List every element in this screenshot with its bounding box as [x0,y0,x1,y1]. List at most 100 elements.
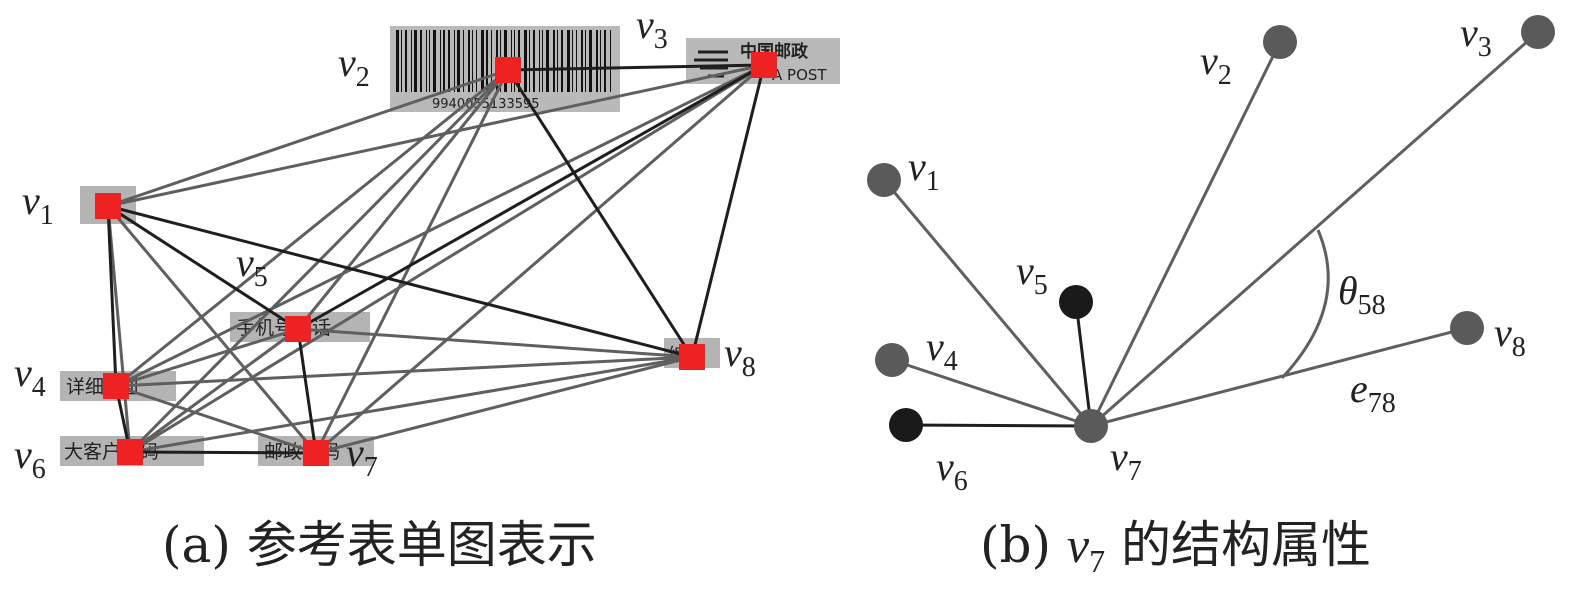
logo-text-en: A POST [772,66,827,84]
edge-v5-v8 [297,327,693,359]
barcode-bar [472,30,473,92]
edge-v7-v8 [315,355,693,455]
edge-v6-v8 [129,355,693,454]
star-edge-v7-v8 [1090,326,1468,428]
edge-v1-v4 [106,205,118,387]
edge-label: e78 [1350,366,1396,419]
star-edge-v7-v2 [1089,41,1282,427]
barcode-bar [420,30,422,92]
barcode-bar [476,30,477,92]
barcode-bar [604,30,606,92]
star-edges [882,30,1539,428]
barcode-bar [440,30,441,92]
angle-arc [1280,229,1330,380]
barcode-bar [585,30,586,92]
panel-a: 9940055133595 中国邮政 A POST 手机号电话 编码 详细地址 [14,2,840,574]
barcode-bar [405,30,407,92]
star-edge-v7-v3 [1090,30,1539,428]
barcode-bar [557,30,558,92]
caption-a: (a) 参考表单图表示 [162,516,597,574]
post-logo-icon [694,50,728,78]
graph-nodes [95,52,777,466]
node-v8 [679,344,705,370]
barcode-bar [561,30,563,92]
barcode-bar [581,30,583,92]
edge-v1-v5 [107,204,299,331]
star-label-v7: v7 [1110,434,1142,487]
edge-v1-v3 [107,63,765,208]
node-label-v3: v3 [636,2,668,55]
star-nodes [867,15,1555,443]
node-label-v1: v1 [22,178,54,231]
barcode-bar [600,30,601,92]
edge-v2-v8 [506,69,694,358]
barcode-bar [486,30,488,92]
star-edge-v7-v6 [905,423,1092,428]
star-label-v4: v4 [926,324,958,377]
node-label-v7: v7 [346,430,378,483]
barcode-bar [414,30,417,92]
edge-v1-v8 [107,204,693,359]
star-label-v6: v6 [936,444,968,497]
barcode-bar [596,30,598,92]
node-label-v8: v8 [724,330,756,383]
barcode-bar [454,30,455,92]
edge-v3-v8 [690,64,766,358]
star-label-v5: v5 [1016,248,1048,301]
star-edge-v7-v4 [891,358,1092,428]
barcode-bar [463,30,464,92]
edge-v3-v6 [129,63,765,454]
star-node-v5 [1059,285,1093,319]
node-v5 [285,316,311,342]
graph-edges [106,63,766,455]
barcode-bar [576,30,577,92]
edge-v3-v4 [115,63,765,388]
barcode-bar [589,30,592,92]
star-label-v3: v3 [1460,10,1492,63]
star-node-v1 [867,163,901,197]
node-v2 [495,57,521,83]
barcode-bar [443,30,445,92]
edge-v3-v7 [315,63,765,455]
star-label-v2: v2 [1200,38,1232,91]
barcode-bar [529,30,530,92]
edge-v3-v5 [297,63,765,331]
star-node-v4 [875,343,909,377]
edge-v2-v4 [115,68,509,388]
edge-v2-v7 [314,69,510,454]
star-node-v8 [1450,311,1484,345]
edge-v4-v5 [115,327,299,388]
star-label-v1: v1 [908,144,940,197]
star-node-v7 [1074,409,1108,443]
barcode-bar [457,30,460,92]
barcode-bar [553,30,555,92]
edge-v5-v6 [129,327,299,454]
star-edge-v7-v1 [882,179,1093,427]
barcode-bar [401,30,402,92]
barcode-bar [542,30,543,92]
node-label-v4: v4 [14,350,46,403]
star-node-v3 [1521,15,1555,49]
barcode-bar [533,30,535,92]
edge-v1-v2 [107,68,509,208]
barcode-bar [539,30,540,92]
barcode-bar [572,30,573,92]
barcode-bar [411,30,412,92]
edge-v2-v3 [507,63,765,72]
edge-v4-v8 [115,355,693,388]
edge-v1-v6 [106,205,132,453]
edge-v2-v5 [296,69,510,330]
node-v7 [303,440,329,466]
angle-label: θ58 [1338,268,1386,321]
node-v3 [751,52,777,78]
node-label-v5: v5 [236,240,268,293]
edge-v6-v7 [129,450,317,455]
barcode-bar [524,30,527,92]
barcode-bar [610,30,611,92]
barcode-bar [433,30,436,92]
edge-v4-v7 [115,384,317,455]
barcode-bar [491,30,492,92]
caption-b: (b) v7 的结构属性 [980,516,1371,579]
barcode-bar [429,30,430,92]
